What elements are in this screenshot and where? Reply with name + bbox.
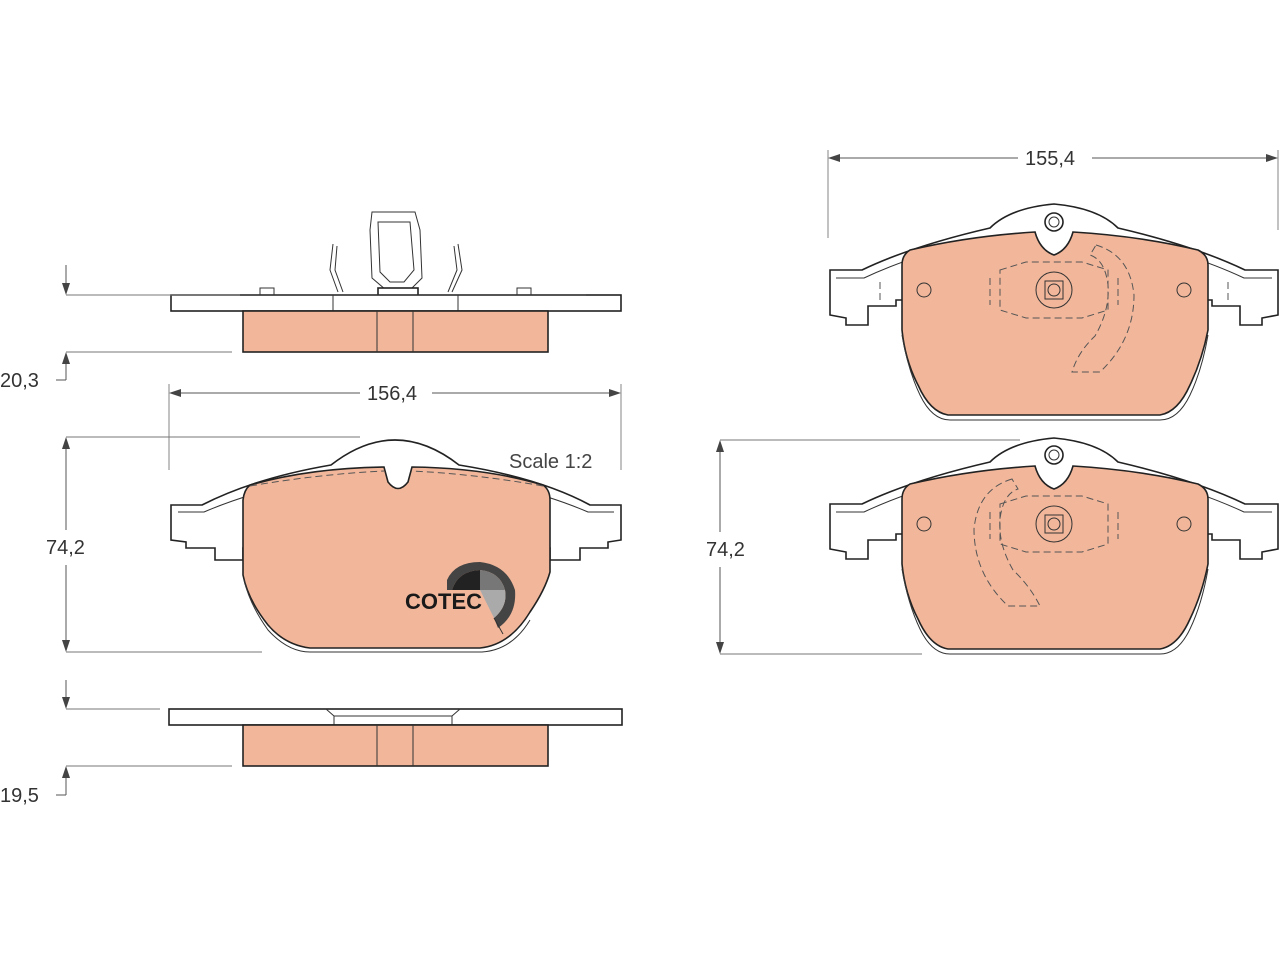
side-view-top: 20,3 — [0, 211, 622, 392]
scale-label: Scale 1:2 — [509, 451, 592, 473]
dim-height-front: 74,2 — [46, 537, 85, 559]
dim-width-right: 155,4 — [1025, 148, 1075, 170]
dim-thickness-top: 20,3 — [0, 370, 39, 392]
dim-height-right: 74,2 — [706, 539, 745, 561]
back-view-right-bottom: 74,2 — [706, 437, 1279, 655]
front-view-left: 156,4 Scale 1:2 COTEC 74,2 — [46, 383, 622, 653]
cotec-logo-text: COTEC — [405, 589, 482, 614]
back-view-right-top: 155,4 — [827, 148, 1279, 421]
dim-width-front: 156,4 — [367, 383, 417, 405]
dim-thickness-bottom: 19,5 — [0, 785, 39, 807]
side-view-bottom: 19,5 — [0, 680, 623, 807]
cotec-logo-icon: COTEC — [405, 562, 516, 635]
